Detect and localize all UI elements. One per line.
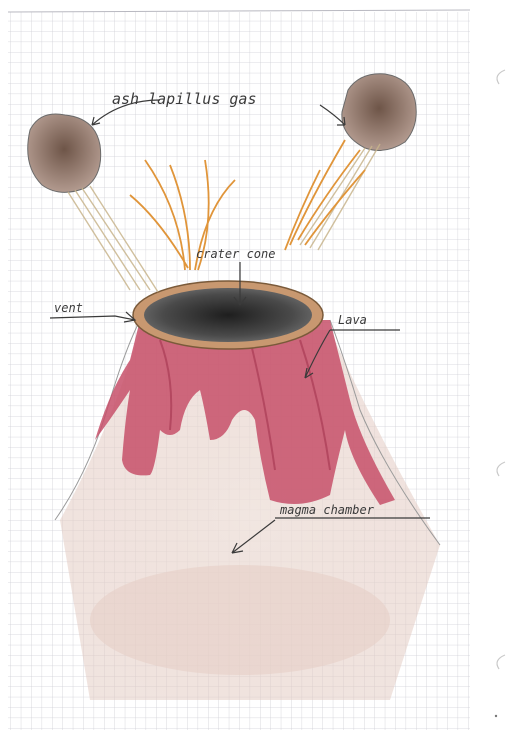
crater bbox=[144, 288, 312, 342]
ash-cloud-left bbox=[28, 114, 101, 192]
label-lava: Lava bbox=[338, 313, 367, 327]
paper-speck bbox=[495, 715, 497, 717]
ash-cloud-right bbox=[342, 74, 416, 151]
label-crater-cone: crater cone bbox=[196, 247, 275, 261]
label-magma-chamber: magma chamber bbox=[279, 503, 375, 517]
label-ash-lapillus-gas: ash lapillus gas bbox=[112, 90, 257, 108]
label-vent: vent bbox=[54, 301, 83, 315]
magma-chamber-shading bbox=[90, 565, 390, 675]
